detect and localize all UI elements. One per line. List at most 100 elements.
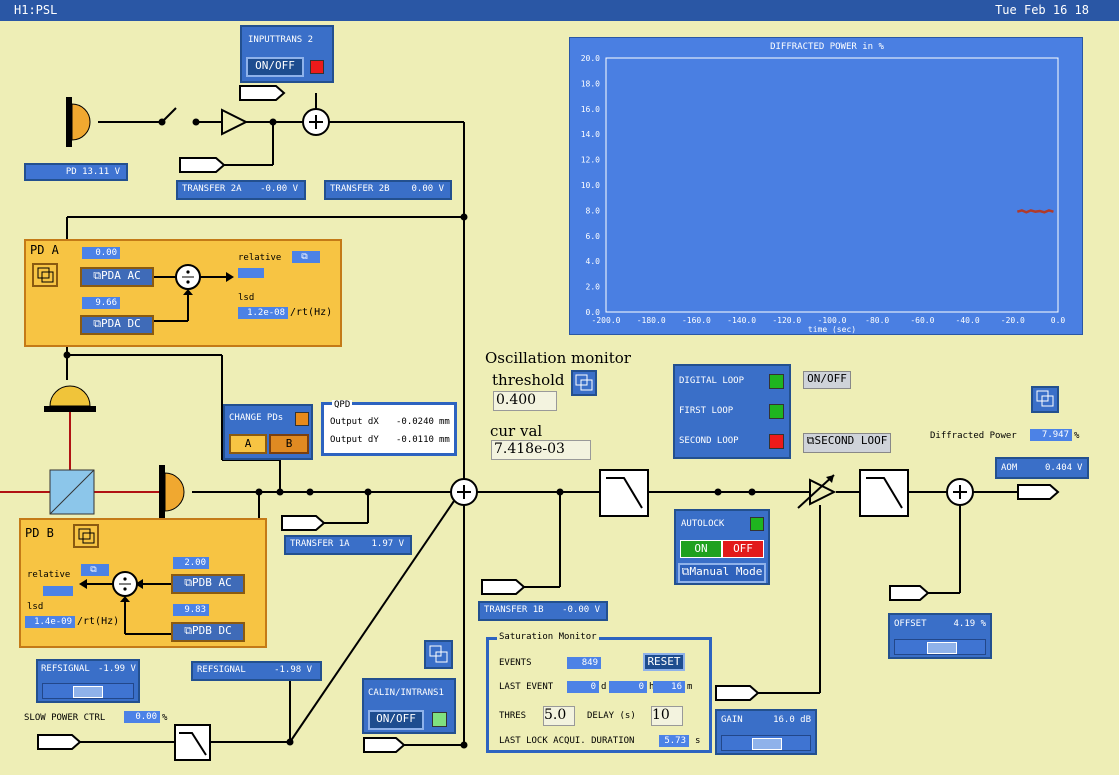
transfer-2b-label: TRANSFER 2B <box>330 184 390 194</box>
offset-slider[interactable] <box>894 639 986 655</box>
pd-b-title: PD B <box>25 526 54 540</box>
oscillation-expand-button[interactable] <box>571 370 597 396</box>
pdb-ac-button[interactable]: ⧉PDB AC <box>171 574 245 594</box>
calin-expand-button[interactable] <box>424 640 453 669</box>
qpd-dx-value: -0.0240 <box>396 417 434 427</box>
threshold-input[interactable]: 0.400 <box>493 391 557 411</box>
select-pd-a-button[interactable]: A <box>229 434 267 454</box>
qpd-dy-label: Output dY <box>330 435 379 445</box>
offset-slider-knob[interactable] <box>927 642 957 654</box>
pdb-dc-label: PDB DC <box>192 624 232 637</box>
cur-val-label: cur val <box>490 422 543 440</box>
gain-panel: GAIN 16.0 dB <box>715 709 817 755</box>
cur-val-readout: 7.418e-03 <box>491 440 591 460</box>
right-expand-button[interactable] <box>1031 386 1059 413</box>
change-pds-label: CHANGE PDs <box>229 413 284 423</box>
gain-slider-knob[interactable] <box>752 738 782 750</box>
digital-loop-led <box>769 374 784 389</box>
x-tick-label: -200.0 <box>592 316 621 325</box>
y-tick-label: 14.0 <box>581 130 600 139</box>
pd-b-expand-icon[interactable] <box>73 524 99 548</box>
offset-value: 4.19 % <box>953 619 986 629</box>
last-event-minutes: 16 <box>653 681 685 693</box>
saturation-title: Saturation Monitor <box>497 632 599 642</box>
offset-label: OFFSET <box>894 619 927 629</box>
last-event-label: LAST EVENT <box>499 682 554 692</box>
diffracted-power-unit: % <box>1074 431 1080 441</box>
pda-dc-label: PDA DC <box>101 317 141 330</box>
duration-label: LAST LOCK ACQUI. DURATION <box>499 736 635 746</box>
y-tick-label: 12.0 <box>581 156 600 165</box>
gain-label: GAIN <box>721 715 743 725</box>
last-event-hours-unit: h <box>649 682 655 692</box>
x-tick-label: -120.0 <box>772 316 801 325</box>
select-pd-b-button[interactable]: B <box>269 434 309 454</box>
x-tick-label: -160.0 <box>682 316 711 325</box>
transfer-1b-value: -0.00 V <box>562 605 600 615</box>
calin-onoff-button[interactable]: ON/OFF <box>368 710 424 730</box>
delay-label: DELAY (s) <box>587 711 636 721</box>
transfer-1b-label: TRANSFER 1B <box>484 605 544 615</box>
duration-unit: s <box>695 736 701 746</box>
y-tick-label: 16.0 <box>581 105 600 114</box>
reset-button[interactable]: RESET <box>643 653 685 671</box>
x-tick-label: -100.0 <box>818 316 847 325</box>
refsignal-left-slider[interactable] <box>42 683 134 699</box>
date-display: Tue Feb 16 18 <box>995 3 1089 17</box>
autolock-label: AUTOLOCK <box>681 519 725 529</box>
x-tick-label: -40.0 <box>956 316 980 325</box>
loop-onoff-button[interactable]: ON/OFF <box>803 371 851 389</box>
pd-a-lsd-unit: /rt(Hz) <box>290 307 333 318</box>
second-loop-button[interactable]: ⧉SECOND LOOF <box>803 433 891 453</box>
second-loop-label: SECOND LOOP <box>679 436 739 446</box>
transfer-2a-value: -0.00 V <box>260 184 298 194</box>
pdb-ac-value: 2.00 <box>173 557 209 569</box>
y-tick-label: 20.0 <box>581 54 600 63</box>
calin-panel: CALIN/INTRANS1 ON/OFF <box>362 678 456 734</box>
pda-ac-button[interactable]: ⧉PDA AC <box>80 267 154 287</box>
change-pds-panel: CHANGE PDs A B <box>223 404 313 460</box>
x-tick-label: -140.0 <box>727 316 756 325</box>
manual-mode-button[interactable]: ⧉Manual Mode <box>678 563 766 583</box>
title-bar: H1:PSL Tue Feb 16 18 <box>0 0 1119 21</box>
refsignal-left-value: -1.99 V <box>98 664 136 674</box>
first-loop-label: FIRST LOOP <box>679 406 734 416</box>
pd-b-lsd-label: lsd <box>27 602 44 612</box>
pd-a-relative-label: relative <box>238 253 282 263</box>
duration-value: 5.73 <box>659 735 689 747</box>
x-tick-label: -180.0 <box>637 316 666 325</box>
saturation-monitor-panel: Saturation Monitor EVENTS 849 RESET LAST… <box>486 632 712 753</box>
pd-b-panel: PD B 2.00 ⧉PDB AC 9.83 ⧉PDB DC relative … <box>19 518 267 648</box>
thres-input[interactable]: 5.0 <box>543 706 575 726</box>
pd-a-relative-value <box>238 268 264 278</box>
oscillation-title: Oscillation monitor <box>485 349 631 367</box>
transfer-2b-readout: TRANSFER 2B 0.00 V <box>324 180 452 200</box>
refsignal-left-knob[interactable] <box>73 686 103 698</box>
pd-a-relative-button[interactable]: ⧉ <box>292 251 320 263</box>
pd-b-relative-label: relative <box>27 570 71 580</box>
pd-a-expand-icon[interactable] <box>32 263 58 287</box>
x-tick-label: -80.0 <box>865 316 889 325</box>
autolock-on-button[interactable]: ON <box>680 540 722 558</box>
pdb-dc-value: 9.83 <box>173 604 209 616</box>
autolock-off-button[interactable]: OFF <box>722 540 764 558</box>
delay-input[interactable]: 10 <box>651 706 683 726</box>
aom-readout: AOM 0.404 V <box>995 457 1089 479</box>
pda-dc-button[interactable]: ⧉PDA DC <box>80 315 154 335</box>
slow-power-label: SLOW POWER CTRL <box>24 713 106 723</box>
gain-slider[interactable] <box>721 735 811 751</box>
slow-power-value: 0.00 <box>124 711 160 723</box>
digital-loop-label: DIGITAL LOOP <box>679 376 745 386</box>
pdb-dc-button[interactable]: ⧉PDB DC <box>171 622 245 642</box>
transfer-1a-value: 1.97 V <box>371 539 404 549</box>
calin-status-led <box>432 712 447 727</box>
x-tick-label: 0.0 <box>1051 316 1066 325</box>
pd-b-relative-button[interactable]: ⧉ <box>81 564 109 576</box>
inputtrans-onoff-button[interactable]: ON/OFF <box>246 57 304 77</box>
y-tick-label: 10.0 <box>581 181 600 190</box>
transfer-1a-label: TRANSFER 1A <box>290 539 350 549</box>
diffracted-power-value: 7.947 <box>1030 429 1072 441</box>
y-tick-label: 18.0 <box>581 79 600 88</box>
qpd-title: QPD <box>332 400 353 410</box>
